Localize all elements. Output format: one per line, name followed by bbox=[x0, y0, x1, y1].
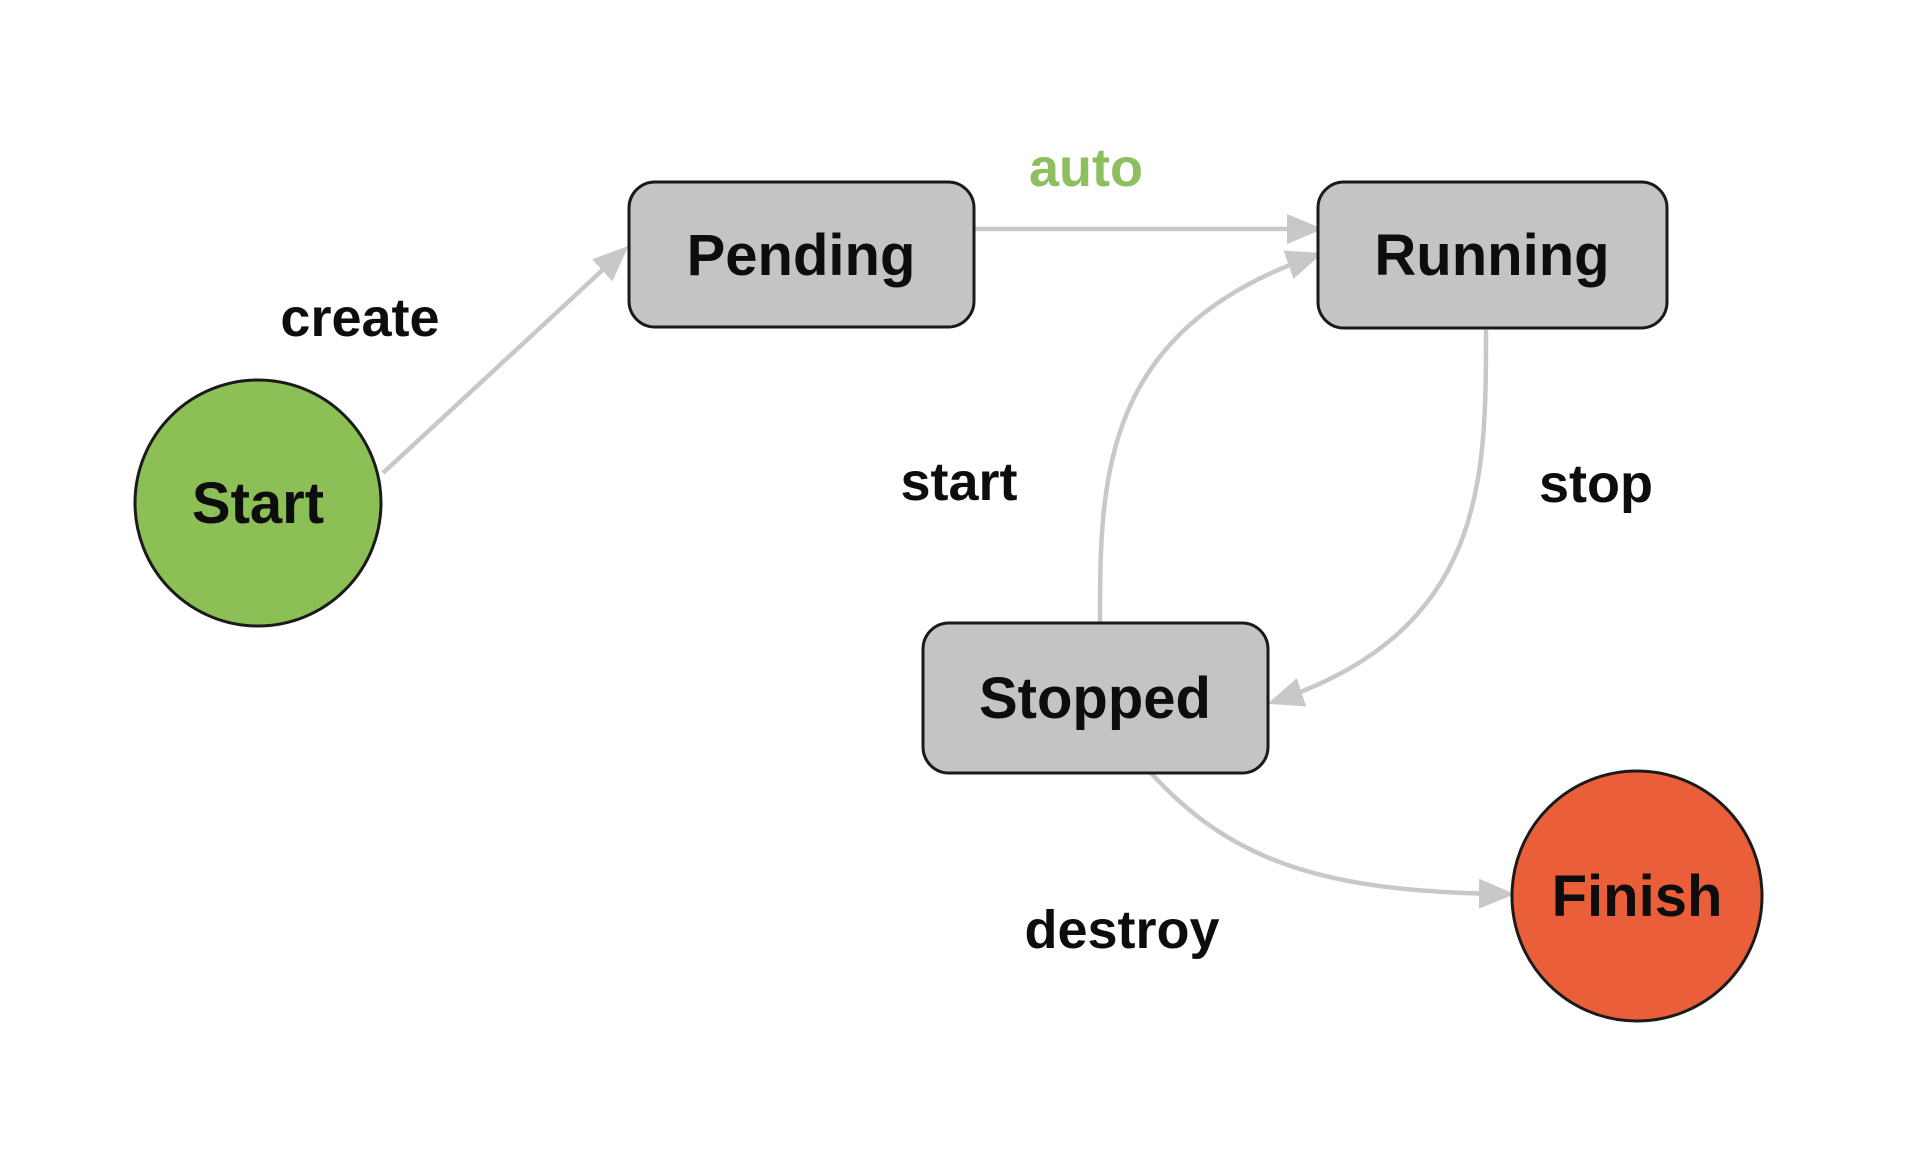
edge-auto-label: auto bbox=[1029, 138, 1143, 198]
node-running-label: Running bbox=[1374, 223, 1609, 288]
node-running: Running bbox=[1316, 180, 1669, 330]
running-box bbox=[1316, 180, 1669, 330]
finish-circle bbox=[1510, 769, 1764, 1023]
node-stopped: Stopped bbox=[921, 621, 1270, 775]
edge-start-label: start bbox=[900, 452, 1017, 512]
edge-stop-label: stop bbox=[1539, 454, 1653, 514]
node-start: Start bbox=[133, 378, 383, 628]
edge-destroy-label: destroy bbox=[1024, 900, 1219, 960]
edge-destroy-arrow bbox=[1148, 770, 1515, 909]
stopped-box bbox=[921, 621, 1270, 775]
start-circle bbox=[133, 378, 383, 628]
node-finish: Finish bbox=[1510, 769, 1764, 1023]
node-finish-label: Finish bbox=[1552, 864, 1723, 929]
edge-start-arrow bbox=[1097, 250, 1323, 624]
node-pending: Pending bbox=[627, 180, 976, 329]
edge-stop-arrow bbox=[1267, 329, 1489, 707]
node-stopped-label: Stopped bbox=[979, 666, 1211, 731]
edge-create-label: create bbox=[280, 288, 439, 348]
node-pending-label: Pending bbox=[687, 223, 916, 288]
pending-box bbox=[627, 180, 976, 329]
edge-create-arrow bbox=[381, 245, 629, 475]
node-start-label: Start bbox=[192, 471, 324, 536]
